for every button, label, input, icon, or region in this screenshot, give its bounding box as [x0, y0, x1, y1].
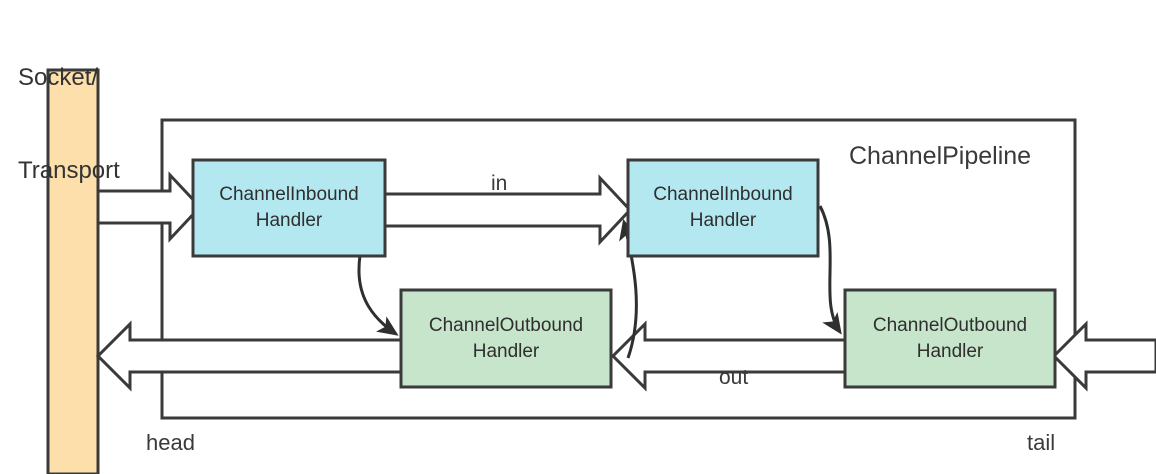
outbound-flow-label: out [719, 366, 749, 389]
write-entry-arrow [1051, 320, 1156, 392]
socket-transport-label: Socket/ Transport [18, 2, 120, 248]
outbound-exit-arrow [95, 320, 403, 392]
channel-pipeline-border [160, 118, 1077, 420]
channel-pipeline-label: ChannelPipeline [849, 142, 1032, 170]
handler-box-inbound-1[interactable] [191, 158, 387, 258]
handler-box-inbound-2[interactable] [626, 158, 820, 258]
handler-box-outbound-2[interactable] [843, 288, 1057, 389]
inbound-flow-label: in [491, 172, 508, 195]
socket-transport-label-line2: Transport [18, 156, 120, 184]
curve-inbound2-to-outbound2 [818, 205, 842, 335]
tail-label: tail [1027, 430, 1056, 455]
outbound-flow-arrow [610, 320, 847, 392]
inbound-flow-arrow [383, 174, 633, 246]
head-label: head [146, 430, 195, 455]
socket-transport-label-line1: Socket/ [18, 64, 99, 92]
handler-box-outbound-1[interactable] [399, 288, 613, 389]
inbound-entry-arrow [96, 171, 203, 243]
socket-transport-bar [46, 68, 100, 474]
